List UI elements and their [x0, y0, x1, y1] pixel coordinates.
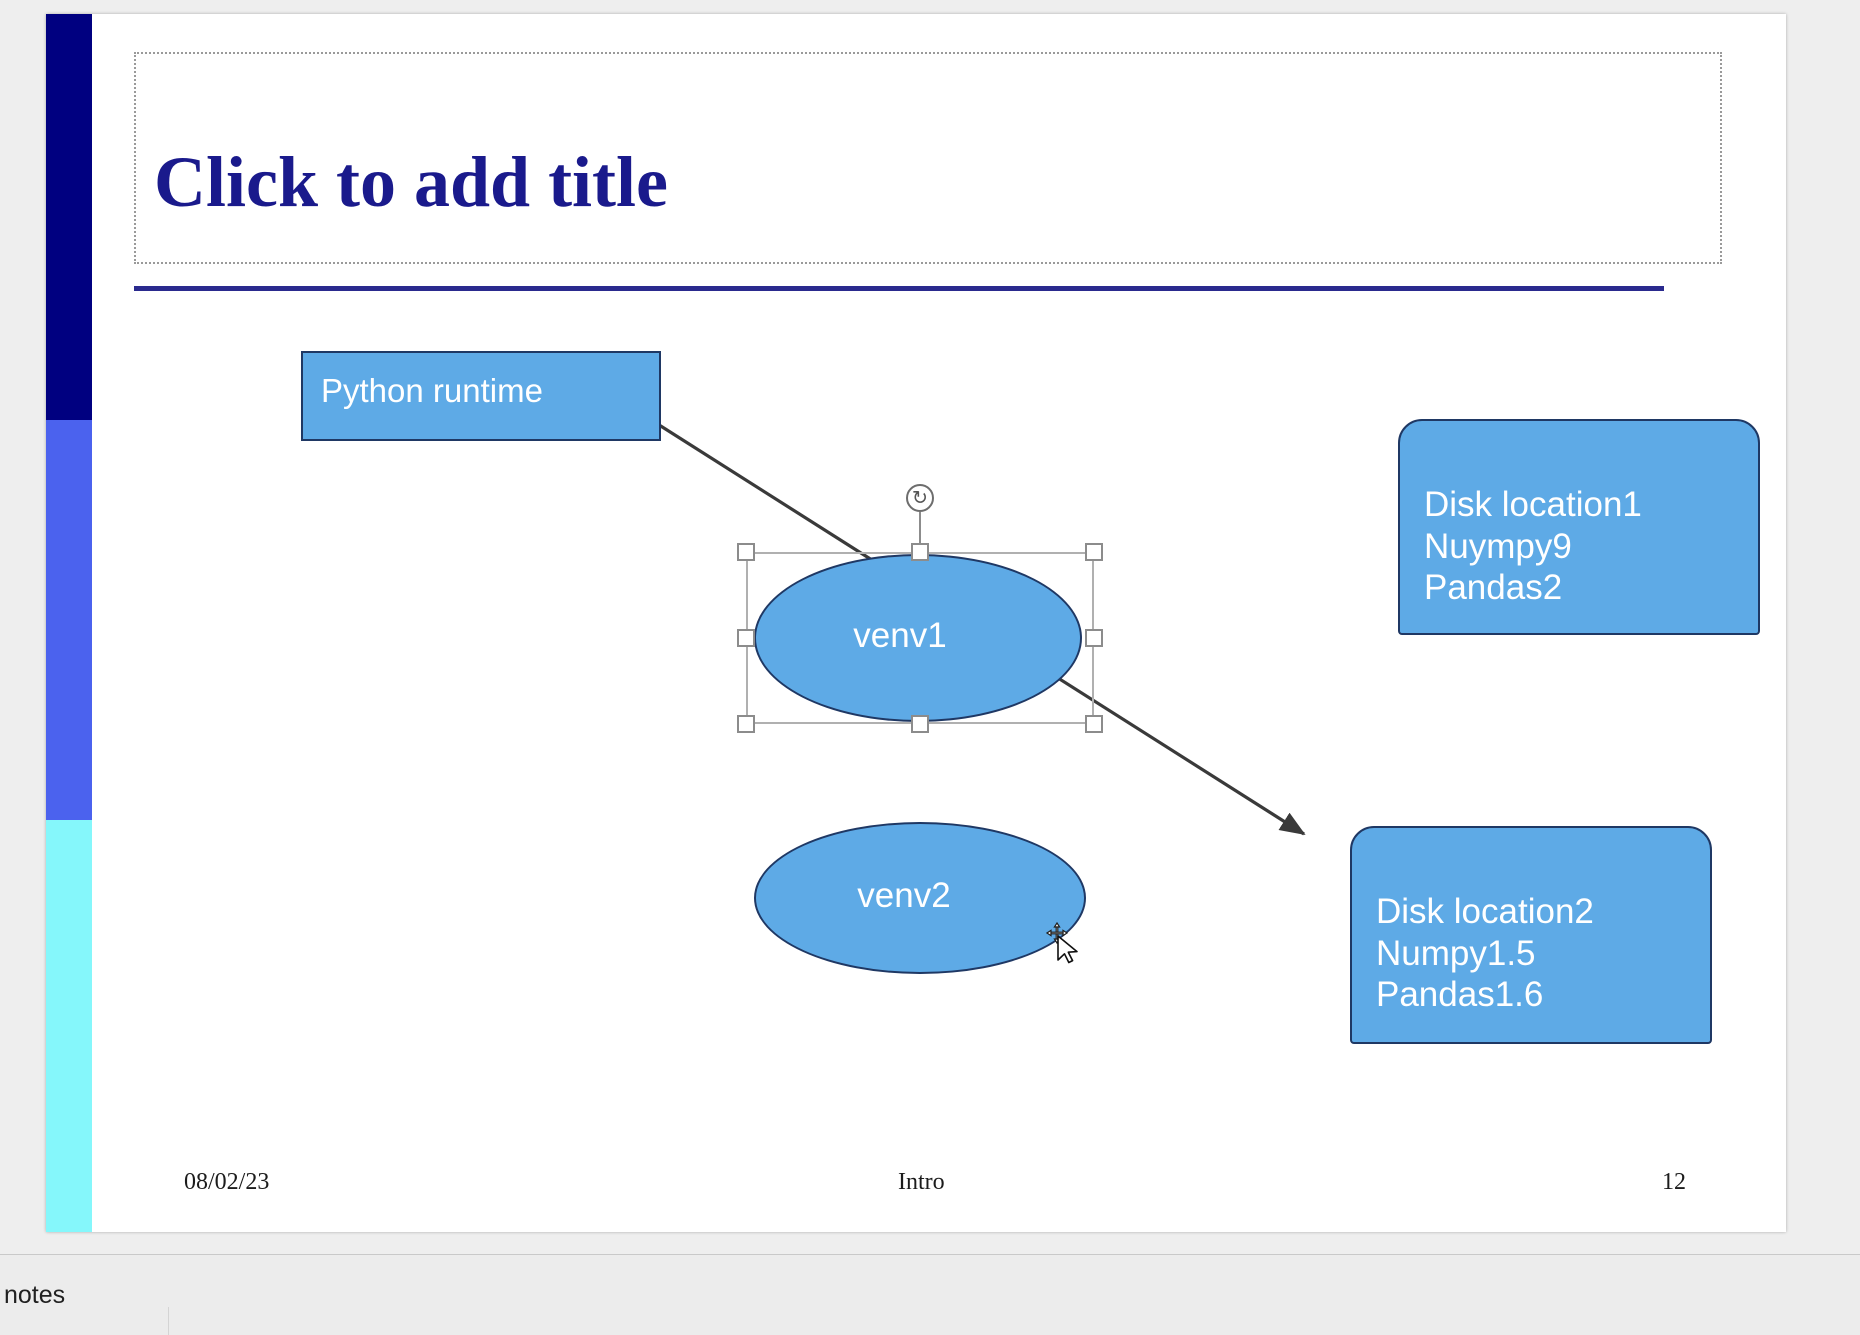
- resize-handle-south[interactable]: [911, 715, 929, 733]
- notes-pane-divider: [168, 1307, 169, 1335]
- shape-venv2[interactable]: venv2: [754, 822, 1086, 974]
- shape-disk-location-1[interactable]: Disk location1 Nuympy9 Pandas2: [1398, 419, 1760, 635]
- title-placeholder[interactable]: Click to add title: [134, 52, 1722, 264]
- slide-accent-band-cyan: [46, 820, 92, 1232]
- slide-accent-band-navy: [46, 14, 92, 420]
- resize-handle-southeast[interactable]: [1085, 715, 1103, 733]
- shape-python-runtime[interactable]: Python runtime: [301, 351, 661, 441]
- shape-disk-location-1-label: Disk location1 Nuympy9 Pandas2: [1424, 485, 1642, 607]
- rotate-icon[interactable]: ↻: [906, 484, 934, 512]
- slide-accent-band-blue: [46, 420, 92, 820]
- footer-date[interactable]: 08/02/23: [184, 1169, 270, 1195]
- shape-python-runtime-label: Python runtime: [321, 372, 543, 409]
- selection-bounding-box: [746, 552, 1094, 724]
- slide-canvas[interactable]: Click to add title Python runtime Disk l…: [46, 14, 1786, 1232]
- resize-handle-southwest[interactable]: [737, 715, 755, 733]
- slide-workspace: Click to add title Python runtime Disk l…: [0, 0, 1860, 1254]
- slide-footer: 08/02/23 Intro 12: [92, 1169, 1786, 1209]
- page-title[interactable]: Click to add title: [154, 142, 668, 222]
- resize-handle-northeast[interactable]: [1085, 543, 1103, 561]
- shape-venv1-label: venv1: [853, 616, 947, 655]
- title-underline-rule: [134, 286, 1664, 291]
- shape-venv1[interactable]: venv1: [754, 554, 1082, 722]
- footer-page-number[interactable]: 12: [1662, 1169, 1686, 1195]
- resize-handle-northwest[interactable]: [737, 543, 755, 561]
- notes-placeholder-text: notes: [4, 1281, 66, 1309]
- resize-handle-west[interactable]: [737, 629, 755, 647]
- notes-pane[interactable]: notes: [0, 1254, 1860, 1335]
- resize-handle-east[interactable]: [1085, 629, 1103, 647]
- selection-frame-venv1: ↻: [737, 484, 1103, 733]
- resize-handle-north[interactable]: [911, 543, 929, 561]
- shape-disk-location-2[interactable]: Disk location2 Numpy1.5 Pandas1.6: [1350, 826, 1712, 1044]
- footer-center-text[interactable]: Intro: [898, 1169, 945, 1195]
- shape-disk-location-2-label: Disk location2 Numpy1.5 Pandas1.6: [1376, 892, 1594, 1014]
- rotation-handle-stem: [919, 512, 921, 552]
- shape-venv2-label: venv2: [857, 876, 951, 915]
